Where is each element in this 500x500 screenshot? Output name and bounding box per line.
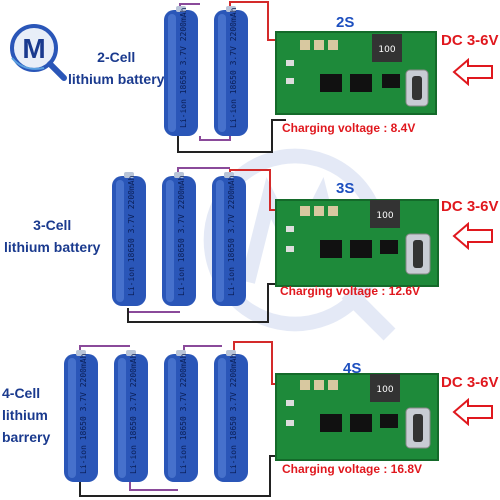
battery-cell: Li-ion 18650 3.7V 2200mAh xyxy=(214,6,248,136)
panel-3s: 3-Cell lithium battery Li-ion 18650 3.7V… xyxy=(0,160,500,330)
wire-series xyxy=(79,345,130,352)
svg-text:Li-ion 18650 3.7V 2200mAh: Li-ion 18650 3.7V 2200mAh xyxy=(229,7,238,128)
input-arrow-icon xyxy=(452,58,493,86)
inductor xyxy=(370,200,400,228)
input-voltage-4s: DC 3-6V xyxy=(441,374,499,391)
series-label-3s: 3S xyxy=(336,180,355,197)
svg-text:100: 100 xyxy=(378,45,395,55)
charging-voltage-4s: Charging voltage : 16.8V xyxy=(282,462,423,476)
logo-letter: M xyxy=(22,33,45,64)
series-label-2s: 2S xyxy=(336,14,355,31)
cell-label-3s: 3-Cell lithium battery xyxy=(4,217,101,255)
svg-text:Li-ion 18650 3.7V 2200mAh: Li-ion 18650 3.7V 2200mAh xyxy=(129,353,138,474)
charger-board: 100 xyxy=(275,373,439,461)
battery-cell: Li-ion 18650 3.7V 2200mAh xyxy=(114,350,148,482)
series-label-4s: 4S xyxy=(343,360,362,377)
input-arrow-icon xyxy=(452,398,493,426)
svg-text:Li-ion 18650 3.7V 2200mAh: Li-ion 18650 3.7V 2200mAh xyxy=(177,175,186,296)
input-arrow-icon xyxy=(452,222,493,250)
diagram-3s: Li-ion 18650 3.7V 2200mAh Li-ion 18650 3… xyxy=(112,167,439,323)
svg-text:Li-ion 18650 3.7V 2200mAh: Li-ion 18650 3.7V 2200mAh xyxy=(79,353,88,474)
input-voltage-3s: DC 3-6V xyxy=(441,198,499,215)
svg-text:100: 100 xyxy=(376,211,393,221)
cell-label-4s: 4-Cell lithium barrery xyxy=(2,385,51,445)
diagram-4s: Li-ion 18650 3.7V 2200mAh Li-ion 18650 3… xyxy=(64,341,439,497)
svg-text:Li-ion 18650 3.7V 2200mAh: Li-ion 18650 3.7V 2200mAh xyxy=(127,175,136,296)
charging-voltage-2s: Charging voltage : 8.4V xyxy=(282,121,416,135)
battery-cell: Li-ion 18650 3.7V 2200mAh xyxy=(164,6,198,136)
svg-text:Li-ion 18650 3.7V 2200mAh: Li-ion 18650 3.7V 2200mAh xyxy=(179,353,188,474)
svg-text:100: 100 xyxy=(376,385,393,395)
battery-cell: Li-ion 18650 3.7V 2200mAh xyxy=(112,172,146,306)
inductor xyxy=(372,34,402,62)
inductor xyxy=(370,374,400,402)
battery-cell: Li-ion 18650 3.7V 2200mAh xyxy=(164,350,198,482)
panel-4s: 4-Cell lithium barrery Li-ion 18650 3.7V… xyxy=(0,330,500,500)
brand-logo: M xyxy=(4,18,68,82)
battery-cell: Li-ion 18650 3.7V 2200mAh xyxy=(162,172,196,306)
battery-cell: Li-ion 18650 3.7V 2200mAh xyxy=(212,172,246,306)
svg-text:Li-ion 18650 3.7V 2200mAh: Li-ion 18650 3.7V 2200mAh xyxy=(227,175,236,296)
battery-cell: Li-ion 18650 3.7V 2200mAh xyxy=(64,350,98,482)
charging-voltage-3s: Charging voltage : 12.6V xyxy=(280,284,421,298)
panel-2s: 2-Cell lithium battery Li-ion 18650 3.7V… xyxy=(0,0,500,160)
wire-series xyxy=(127,308,180,313)
charger-board: 100 xyxy=(275,31,437,115)
diagram-2s: Li-ion 18650 3.7V 2200mAh Li-ion 18650 3… xyxy=(164,1,437,153)
svg-text:Li-ion 18650 3.7V 2200mAh: Li-ion 18650 3.7V 2200mAh xyxy=(179,7,188,128)
input-voltage-2s: DC 3-6V xyxy=(441,32,499,49)
cell-label-2s: 2-Cell lithium battery xyxy=(68,49,165,87)
wire-negative xyxy=(127,283,286,323)
wire-negative xyxy=(177,119,286,153)
battery-cell: Li-ion 18650 3.7V 2200mAh xyxy=(214,350,248,482)
wire-negative xyxy=(79,455,284,497)
wire-series xyxy=(199,134,231,141)
charger-board: 100 xyxy=(275,199,439,287)
svg-text:Li-ion 18650 3.7V 2200mAh: Li-ion 18650 3.7V 2200mAh xyxy=(229,353,238,474)
